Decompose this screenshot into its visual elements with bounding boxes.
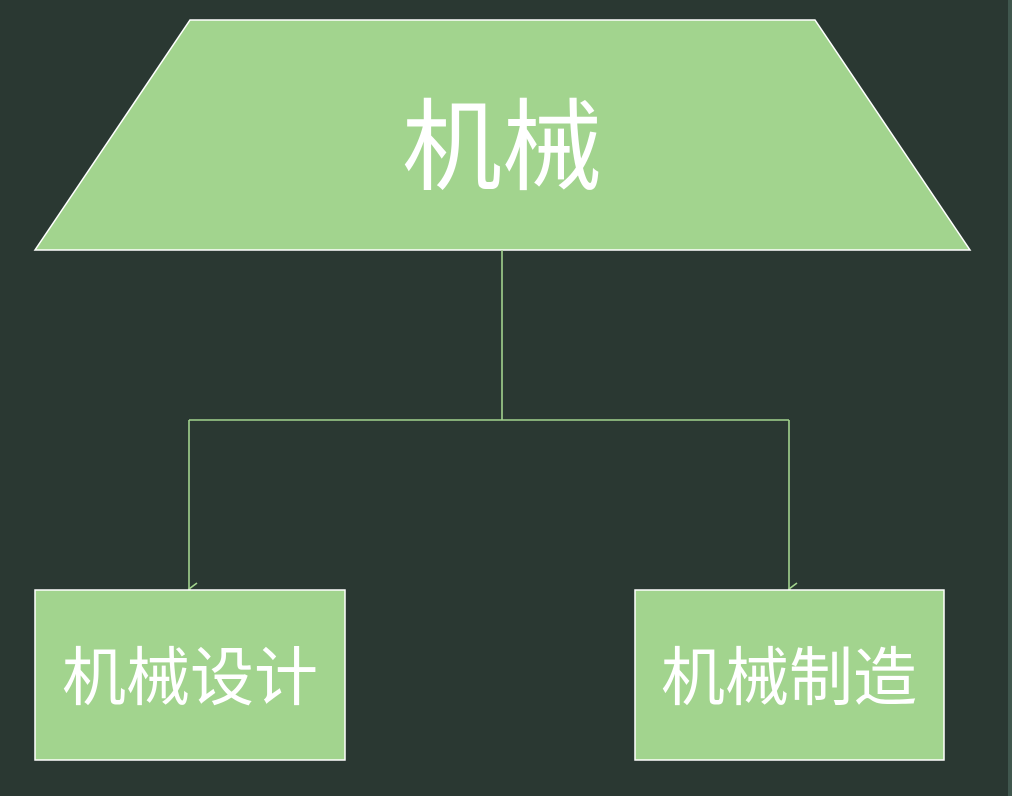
root-node-label: 机械 [402, 89, 602, 206]
child-node-right: 机械制造 [634, 589, 945, 761]
child-node-left-label: 机械设计 [62, 642, 318, 716]
child-node-right-label: 机械制造 [661, 642, 917, 716]
right-edge-divider [1008, 0, 1012, 796]
child-node-left-box [34, 589, 346, 761]
child-node-left: 机械设计 [34, 589, 346, 761]
root-node: 机械 [33, 19, 972, 251]
child-node-right-box [634, 589, 945, 761]
connectors [187, 250, 798, 596]
root-node-shape [33, 19, 972, 251]
